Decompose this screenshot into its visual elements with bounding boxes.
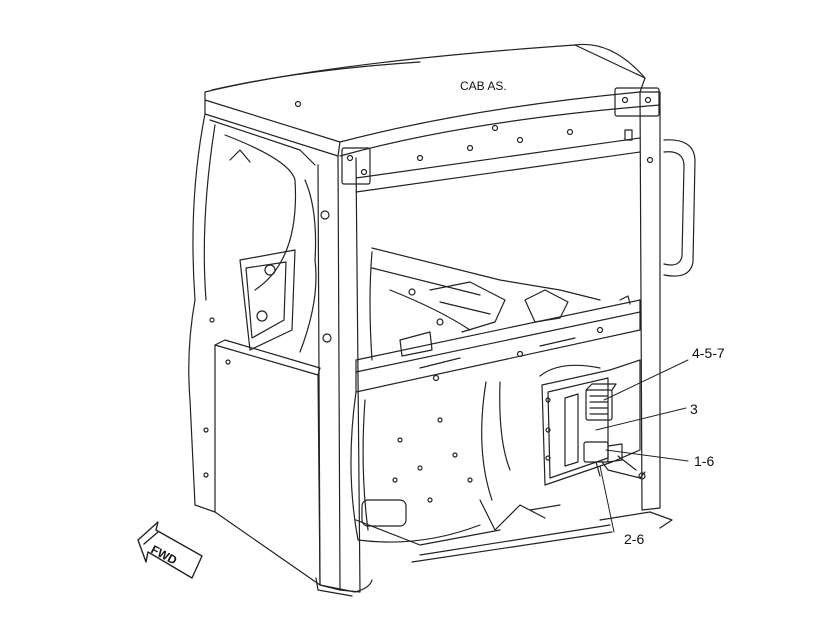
grab-handle [663,139,696,277]
connector-assembly [585,383,617,421]
cab-left-side [188,113,332,513]
lower-front-panel [350,381,613,563]
leader-lines [595,359,689,533]
cab-front-left-post [317,147,371,593]
floor-frame [355,295,641,393]
lower-side-cover [203,317,321,586]
callout-1-6: 1-6 [694,453,714,469]
interior-floor [369,247,601,361]
cab-assembly-label: CAB AS. [460,79,507,93]
upper-cross-member [294,100,641,193]
cab-roof [204,43,661,157]
fwd-arrow-icon [137,521,203,579]
callout-4-5-7: 4-5-7 [692,345,725,361]
callout-3: 3 [690,401,698,417]
relay-component [583,441,646,480]
cab-base [315,511,673,597]
callout-2-6: 2-6 [624,531,644,547]
cab-front-right-post [614,87,661,511]
fwd-arrow-label: FWD [149,542,180,567]
